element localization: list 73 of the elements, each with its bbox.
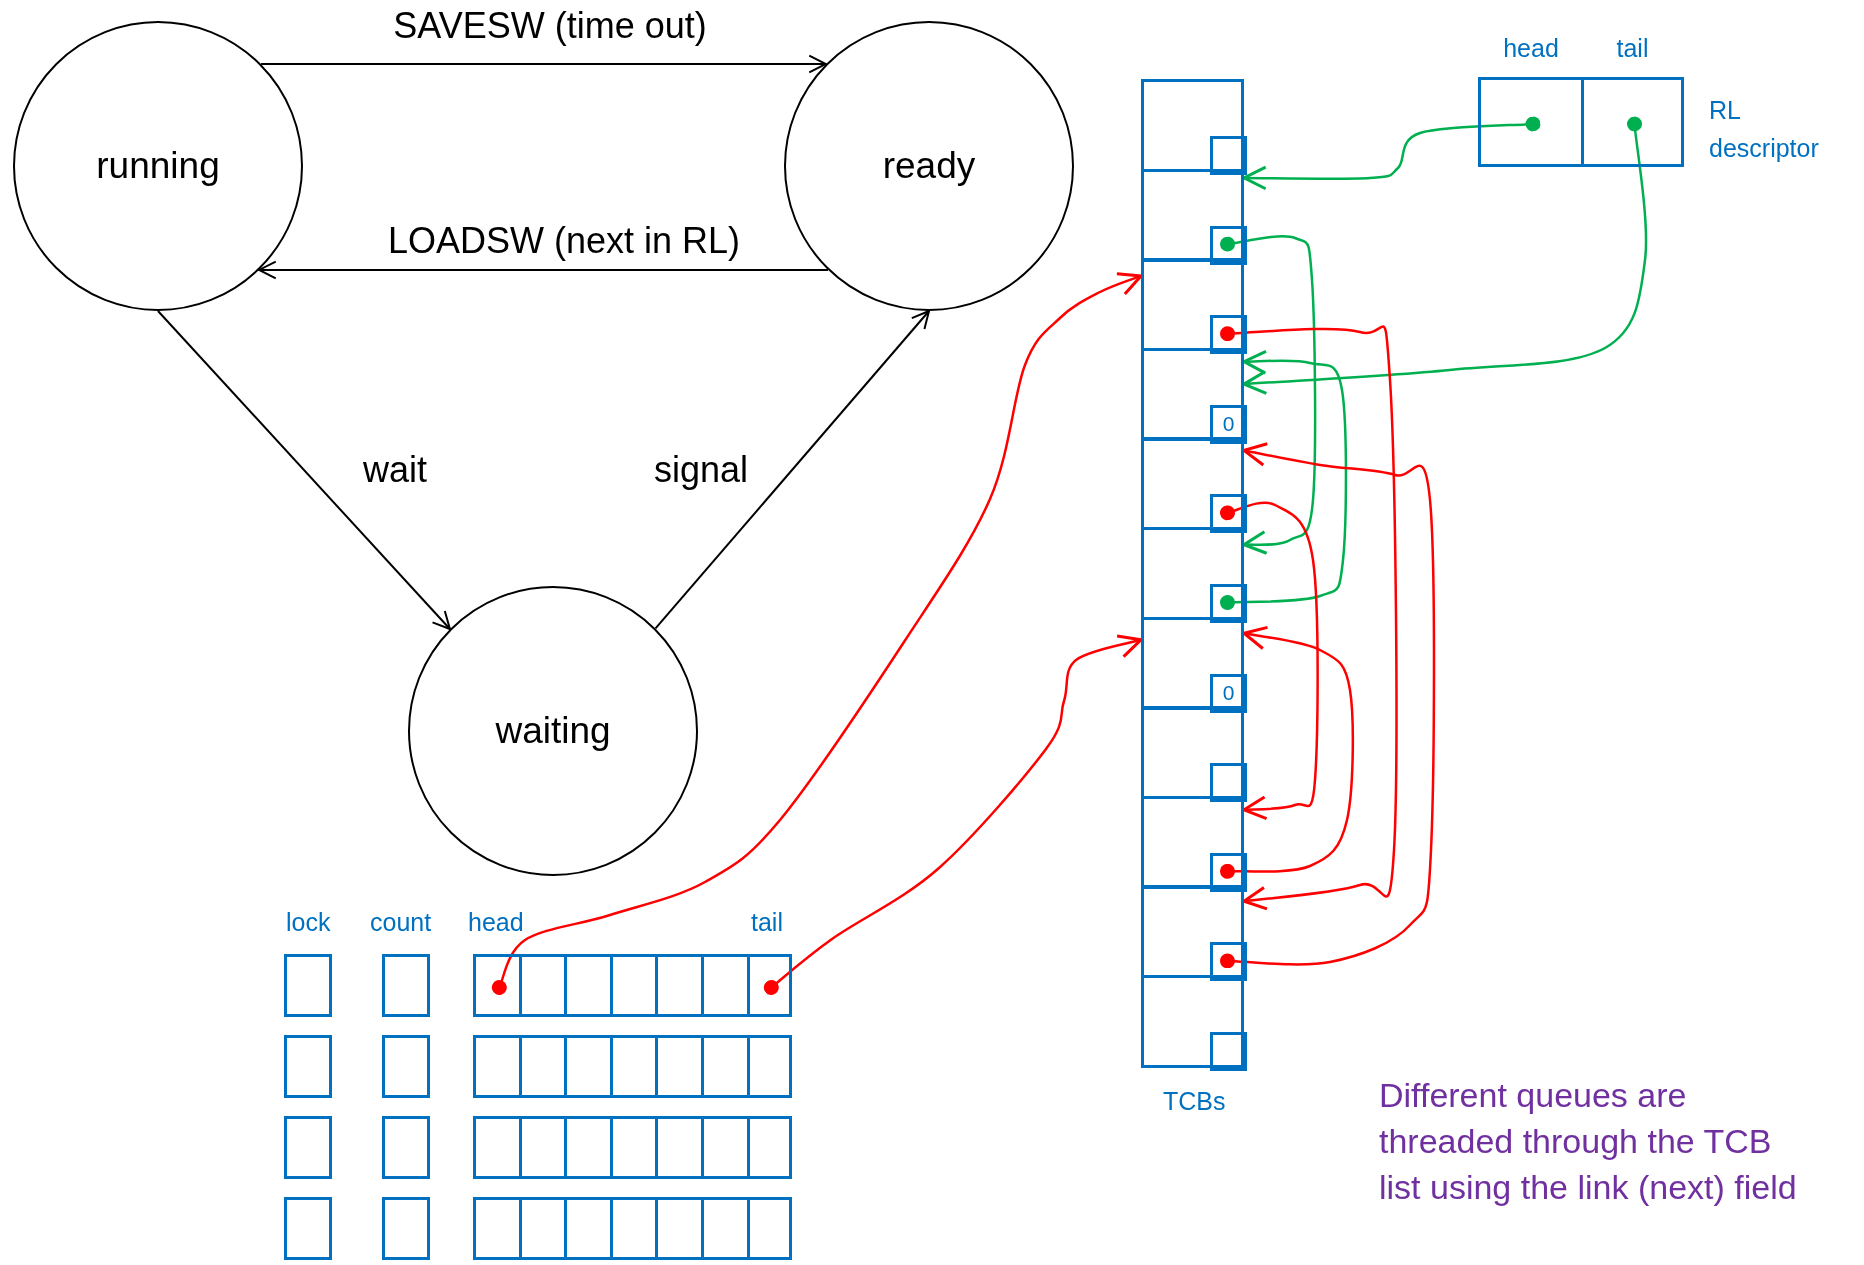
queue-field <box>564 1116 613 1179</box>
queue-field <box>473 954 522 1017</box>
pointer-arrow <box>1220 625 1355 879</box>
transition-arrow <box>260 54 827 74</box>
link-field <box>1210 763 1247 803</box>
link-field <box>1210 315 1247 355</box>
tcb-entry <box>1141 975 1244 1068</box>
pointer-arrow <box>1220 442 1436 969</box>
note-text: Different queues are threaded through the TCB list using the link (next) field <box>1379 1075 1798 1208</box>
queue-field <box>655 954 704 1017</box>
queue-field <box>655 1197 704 1260</box>
tcb-entry <box>1141 706 1244 800</box>
column-heading: count <box>370 908 432 937</box>
field-heading: tail <box>1615 34 1650 63</box>
count-field <box>382 1035 430 1098</box>
queue-field <box>473 1197 522 1260</box>
pointer-arrow <box>1220 349 1348 610</box>
link-field <box>1210 225 1247 265</box>
queue-field <box>655 1116 704 1179</box>
link-field <box>1210 673 1247 713</box>
queue-field <box>564 954 613 1017</box>
pointer-arrow <box>1242 116 1541 191</box>
state-label: waiting <box>494 710 612 752</box>
link-field <box>1210 942 1247 982</box>
queue-field <box>701 1116 750 1179</box>
tcb-entry <box>1141 437 1244 531</box>
column-heading: tail <box>751 908 783 937</box>
state-label: ready <box>881 145 977 187</box>
pointer-arrow <box>763 633 1143 995</box>
lock-field <box>284 1197 332 1260</box>
queue-field <box>564 1035 613 1098</box>
link-field <box>1210 494 1247 534</box>
count-field <box>382 954 430 1017</box>
field-heading: head <box>1502 34 1560 63</box>
state-label: running <box>95 145 221 187</box>
null-pointer-value: 0 <box>1221 681 1236 706</box>
queue-field <box>701 954 750 1017</box>
link-field <box>1210 1032 1247 1071</box>
queue-field <box>564 1197 613 1260</box>
list-caption: TCBs <box>1163 1087 1226 1116</box>
pointer-arrow <box>491 271 1143 995</box>
pointer-arrow <box>1242 116 1648 395</box>
tcb-entry <box>1141 527 1244 620</box>
transition-arrow <box>654 310 930 630</box>
column-heading: lock <box>286 908 331 937</box>
lock-field <box>284 954 332 1017</box>
queue-field <box>701 1197 750 1260</box>
tcb-entry <box>1141 79 1244 172</box>
link-field <box>1210 584 1247 623</box>
pointer-arrow <box>1220 235 1317 556</box>
state-circle <box>408 586 698 876</box>
queue-field <box>473 1035 522 1098</box>
transition-arrow <box>258 260 829 280</box>
lock-field <box>284 1035 332 1098</box>
queue-field <box>655 1035 704 1098</box>
state-circle <box>13 21 303 311</box>
queue-field <box>473 1116 522 1179</box>
link-field <box>1210 852 1247 892</box>
null-pointer-value: 0 <box>1221 412 1236 437</box>
descriptor-label: RL descriptor <box>1709 95 1820 164</box>
state-circle <box>784 21 1074 311</box>
tcb-entry <box>1141 885 1244 979</box>
link-field <box>1210 136 1247 175</box>
lock-field <box>284 1116 332 1179</box>
transition-arrow <box>157 310 451 630</box>
pointer-arrow <box>1220 501 1319 821</box>
link-field <box>1210 404 1247 444</box>
queue-field <box>701 1035 750 1098</box>
pointer-arrow <box>1220 325 1398 911</box>
count-field <box>382 1116 430 1179</box>
tcb-entry <box>1141 258 1244 352</box>
column-heading: head <box>468 908 524 937</box>
count-field <box>382 1197 430 1260</box>
